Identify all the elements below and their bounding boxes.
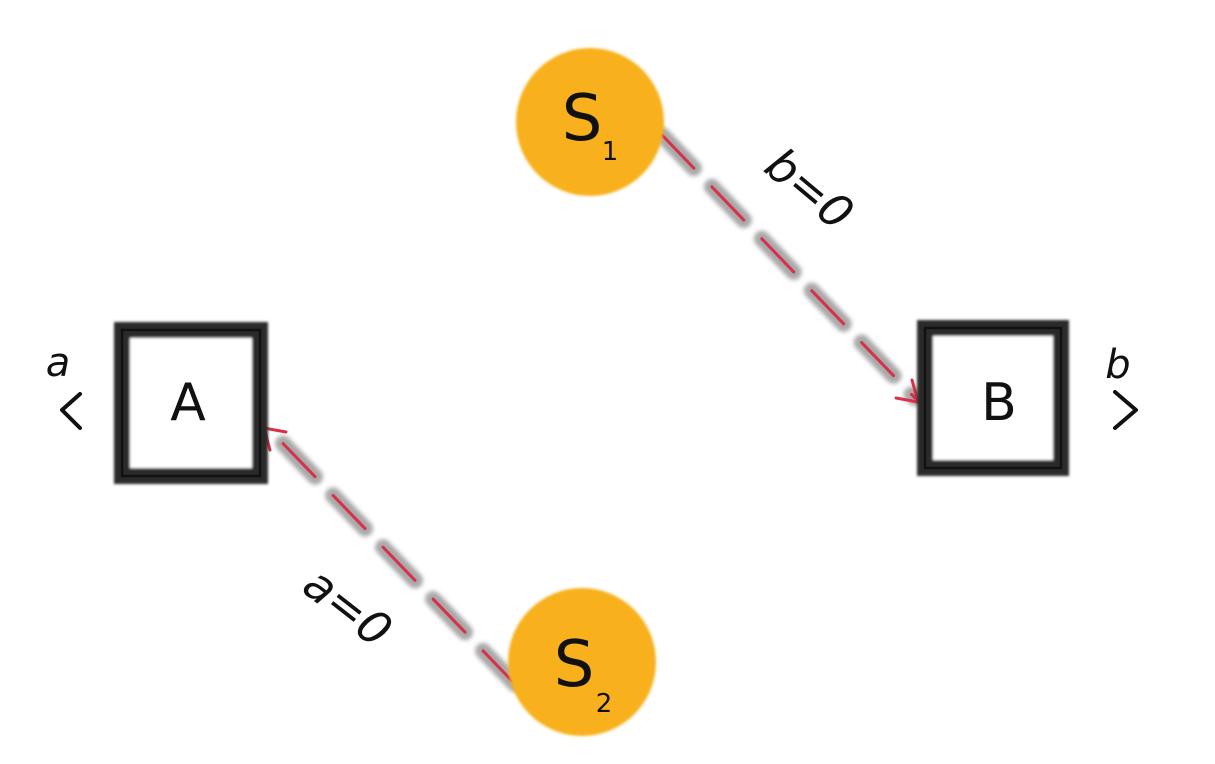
source-s2-letter: S — [554, 628, 595, 702]
arrow-left-icon — [60, 392, 82, 430]
link-s2-to-a — [262, 422, 523, 692]
edge-label-b-zero: b=0 — [755, 137, 864, 241]
box-b: B b — [917, 320, 1167, 476]
box-b-label: B — [981, 373, 1017, 433]
box-b-port-label: b — [1105, 342, 1130, 388]
box-a-port-label: a — [46, 340, 71, 386]
edge-label-a-zero: a=0 — [293, 556, 402, 658]
source-s1: S 1 — [516, 48, 664, 196]
box-a: A a — [23, 322, 268, 484]
source-s1-letter: S — [562, 82, 603, 156]
box-a-label: A — [170, 373, 206, 433]
source-s2-subscript: 2 — [596, 689, 613, 719]
arrow-right-icon — [1113, 390, 1138, 430]
source-s2: S 2 — [508, 588, 656, 736]
source-s1-subscript: 1 — [602, 137, 619, 167]
